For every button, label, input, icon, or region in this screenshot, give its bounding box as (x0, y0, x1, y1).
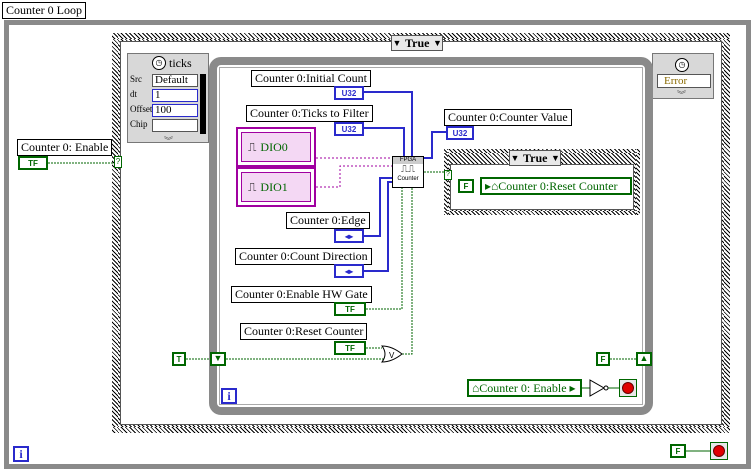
enable-hw-gate-terminal[interactable]: TF (334, 302, 366, 316)
hwgate-wire (366, 188, 403, 310)
selector-tunnel: ? (114, 156, 122, 168)
edge-wire (364, 177, 392, 237)
timed-loop-diagram (219, 67, 643, 405)
dio0-label: DIO0 (260, 139, 288, 154)
not-gate-icon (589, 379, 606, 397)
node-expand-icon[interactable]: ︾ (164, 136, 174, 146)
waveform-icon: ⎍ (248, 179, 257, 194)
dt-icon: dt (130, 89, 138, 99)
node-row-icons: Src dt Offset Chip (130, 72, 153, 142)
or-symbol: V (389, 351, 395, 360)
enable-local-variable[interactable]: ⌂Counter 0: Enable ▸ (467, 379, 582, 397)
false-constant[interactable]: F (458, 179, 474, 193)
timed-loop-input-node[interactable]: ◷ ticks Src dt Offset Chip Default 1 100… (127, 53, 209, 146)
selector-right-icon[interactable]: ▼ (432, 38, 442, 48)
false-constant-right[interactable]: F (596, 352, 610, 366)
or-out-wire (402, 188, 413, 355)
reset-local-label: Counter 0:Reset Counter (498, 179, 618, 193)
enable-control-label: Counter 0: Enable (17, 139, 113, 156)
dio0-node[interactable]: ⎍DIO0 (236, 127, 316, 167)
shift-register-right-icon[interactable]: ▲ (636, 352, 652, 366)
ticks-filter-terminal[interactable]: U32 (334, 122, 364, 136)
outer-false-constant[interactable]: F (670, 444, 686, 458)
chip-value[interactable] (152, 119, 198, 132)
node-expand-icon-right[interactable]: ︾ (677, 90, 687, 100)
dio1-node[interactable]: ⎍DIO1 (236, 167, 316, 207)
home-icon: ⌂ (472, 381, 480, 395)
counter-value-wire (424, 131, 446, 159)
dio0-inner: ⎍DIO0 (241, 132, 311, 162)
reset-counter-label: Counter 0:Reset Counter (240, 323, 368, 340)
edge-terminal[interactable]: ◂▸ (334, 229, 364, 243)
inner-selector-right-icon[interactable]: ▼ (550, 153, 560, 163)
dio1-inner: ⎍DIO1 (241, 172, 311, 202)
counter-value-terminal[interactable]: U32 (446, 126, 474, 140)
reset-counter-terminal[interactable]: TF (334, 341, 366, 355)
enable-control-terminal[interactable]: TF (18, 156, 48, 170)
reset-counter-local-variable[interactable]: ▸⌂Counter 0:Reset Counter (480, 177, 632, 195)
inner-case-tunnel: ? (444, 170, 452, 180)
loop-title: Counter 0 Loop (2, 2, 86, 19)
shift-register-left-icon[interactable]: ▼ (210, 352, 226, 366)
counter-wave-icon: ⎍⎍ (401, 164, 415, 175)
timed-loop-stop-icon[interactable] (619, 379, 637, 397)
enable-hw-gate-label: Counter 0:Enable HW Gate (231, 286, 372, 303)
enable-local-label: Counter 0: Enable (479, 381, 567, 395)
home-icon: ⌂ (491, 179, 499, 193)
ticks-header: ◷ ticks (152, 56, 206, 70)
clock-icon: ◷ (152, 56, 166, 70)
count-direction-terminal[interactable]: ◂▸ (334, 264, 364, 278)
case-selector-value: True (405, 35, 430, 50)
edge-label: Counter 0:Edge (286, 212, 370, 229)
inner-selector-left-icon[interactable]: ▼ (510, 153, 520, 163)
initial-count-wire (364, 91, 413, 156)
source-icon: Src (130, 74, 142, 84)
selector-left-icon[interactable]: ▼ (392, 38, 402, 48)
node-bar (200, 74, 206, 134)
offset-value[interactable]: 100 (152, 104, 198, 117)
ticks-filter-label: Counter 0:Ticks to Filter (246, 105, 373, 122)
timed-loop-output-node[interactable]: ◷ Error ︾ (652, 53, 714, 100)
dio1-wire (316, 165, 392, 188)
fpga-counter-node[interactable]: FPGA ⎍⎍ Counter (392, 156, 424, 188)
dt-value[interactable]: 1 (152, 89, 198, 102)
inner-case-selector[interactable]: ▼ True ▼ (509, 150, 562, 166)
count-direction-label: Counter 0:Count Direction (235, 248, 372, 265)
waveform-icon: ⎍ (248, 139, 257, 154)
initial-count-terminal[interactable]: U32 (334, 86, 364, 100)
local-var-arrow-icon: ▸ (566, 381, 576, 395)
dio1-label: DIO1 (260, 179, 288, 194)
chip-icon: Chip (130, 119, 148, 129)
timed-loop-iteration-icon: i (221, 388, 237, 404)
source-value[interactable]: Default (152, 74, 198, 87)
outer-loop-stop-icon[interactable] (710, 442, 728, 460)
fpga-node-title: FPGA (393, 157, 423, 164)
outer-loop-iteration-icon: i (13, 446, 29, 462)
true-constant[interactable]: T (172, 352, 186, 366)
clock-icon-right: ◷ (675, 56, 689, 72)
inner-case-selector-value: True (523, 150, 548, 165)
counter-value-label: Counter 0:Counter Value (444, 109, 572, 126)
or-gate-icon (381, 345, 403, 363)
ticks-label: ticks (169, 55, 192, 70)
fpga-node-subtitle: Counter (397, 176, 419, 182)
offset-icon: Offset (130, 104, 153, 114)
case-selector[interactable]: ▼ True ▼ (391, 35, 444, 51)
local-var-arrow-icon: ▸ (485, 179, 492, 193)
initial-count-label: Counter 0:Initial Count (251, 70, 371, 87)
error-output[interactable]: Error (657, 74, 711, 88)
direction-wire (364, 181, 392, 272)
